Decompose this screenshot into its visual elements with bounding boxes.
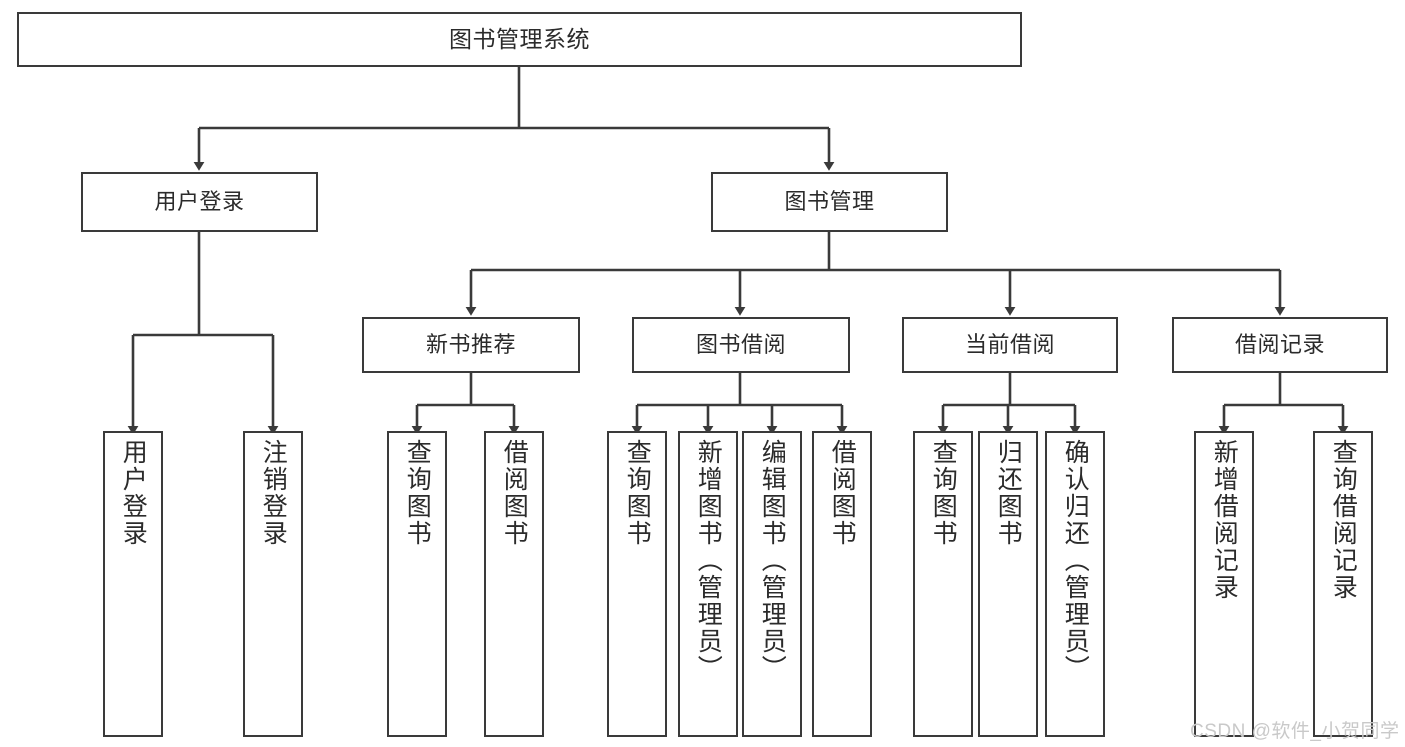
node-leaf-borrow-book-label: 借阅图书 [828,439,857,547]
node-leaf-confirm-return-admin-label: 确认归还（管理员） [1061,439,1090,682]
node-leaf-confirm-return-admin[interactable]: 确认归还（管理员） [1045,431,1105,737]
node-root[interactable]: 图书管理系统 [17,12,1022,67]
node-user-login-label: 用户登录 [154,188,245,214]
node-current-borrow-label: 当前借阅 [964,331,1055,357]
node-leaf-query-borrow-record[interactable]: 查询借阅记录 [1313,431,1373,737]
node-leaf-return-book[interactable]: 归还图书 [978,431,1038,737]
node-leaf-add-book-admin[interactable]: 新增图书（管理员） [678,431,738,737]
node-leaf-query-book-rec-label: 查询图书 [403,439,432,547]
node-leaf-edit-book-admin[interactable]: 编辑图书（管理员） [742,431,802,737]
node-leaf-edit-book-admin-label: 编辑图书（管理员） [758,439,787,682]
node-current-borrow[interactable]: 当前借阅 [902,317,1118,373]
node-leaf-user-login[interactable]: 用户登录 [103,431,163,737]
node-leaf-add-borrow-record-label: 新增借阅记录 [1210,439,1239,601]
node-leaf-query-book-borrow-label: 查询图书 [623,439,652,547]
node-leaf-borrow-book[interactable]: 借阅图书 [812,431,872,737]
node-leaf-query-book-current-label: 查询图书 [929,439,958,547]
node-leaf-borrow-book-rec[interactable]: 借阅图书 [484,431,544,737]
node-leaf-query-book-rec[interactable]: 查询图书 [387,431,447,737]
node-leaf-return-book-label: 归还图书 [994,439,1023,547]
node-borrow-record[interactable]: 借阅记录 [1172,317,1388,373]
node-new-book-recommend[interactable]: 新书推荐 [362,317,580,373]
node-new-book-recommend-label: 新书推荐 [425,331,516,357]
node-book-borrow-label: 图书借阅 [695,331,786,357]
node-book-manage-label: 图书管理 [784,188,875,214]
node-leaf-logout-login[interactable]: 注销登录 [243,431,303,737]
node-root-label: 图书管理系统 [449,25,590,52]
node-leaf-logout-login-label: 注销登录 [259,439,288,547]
node-leaf-query-borrow-record-label: 查询借阅记录 [1329,439,1358,601]
node-leaf-query-book-current[interactable]: 查询图书 [913,431,973,737]
node-leaf-add-borrow-record[interactable]: 新增借阅记录 [1194,431,1254,737]
node-leaf-borrow-book-rec-label: 借阅图书 [500,439,529,547]
watermark-text: CSDN @软件_小贺同学 [1190,721,1400,742]
node-borrow-record-label: 借阅记录 [1234,331,1325,357]
node-leaf-add-book-admin-label: 新增图书（管理员） [694,439,723,682]
node-leaf-user-login-label: 用户登录 [119,439,148,547]
node-book-manage[interactable]: 图书管理 [711,172,948,232]
node-user-login[interactable]: 用户登录 [81,172,318,232]
node-book-borrow[interactable]: 图书借阅 [632,317,850,373]
node-leaf-query-book-borrow[interactable]: 查询图书 [607,431,667,737]
